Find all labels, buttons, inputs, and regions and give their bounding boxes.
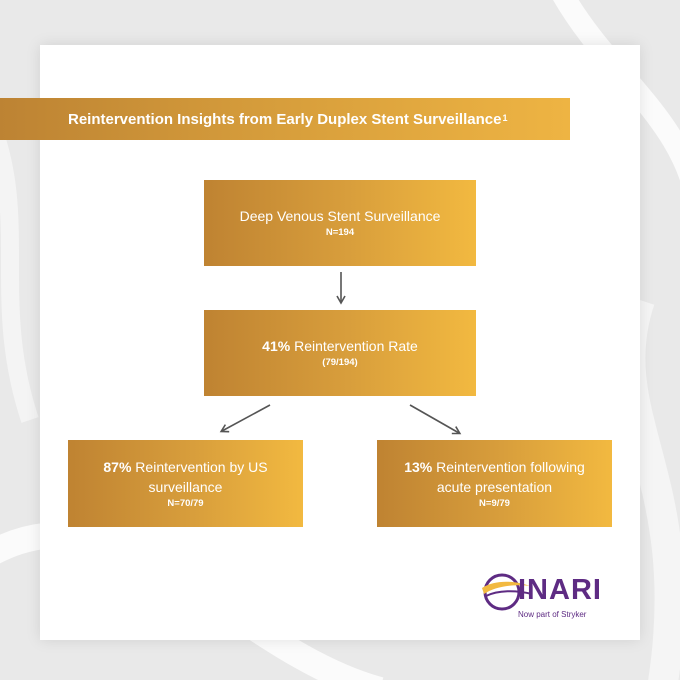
acute-text: 13% Reintervention following acute prese… xyxy=(377,457,612,497)
us-surveillance-box: 87% Reintervention by US surveillance N=… xyxy=(68,440,303,527)
banner-superscript: 1 xyxy=(502,113,508,123)
us-percent: 87% xyxy=(103,458,132,475)
banner-title: Reintervention Insights from Early Duple… xyxy=(68,110,502,128)
acute-presentation-box: 13% Reintervention following acute prese… xyxy=(377,440,612,527)
inari-logo-mark-icon xyxy=(482,573,533,611)
us-text: 87% Reintervention by US surveillance xyxy=(68,457,303,497)
reintervention-rate-box: 41% Reintervention Rate (79/194) xyxy=(204,310,476,396)
rate-text: 41% Reintervention Rate xyxy=(262,336,418,356)
surveillance-count: N=194 xyxy=(325,227,355,238)
us-count: N=70/79 xyxy=(167,497,204,509)
rate-percent: 41% xyxy=(262,338,291,354)
acute-percent: 13% xyxy=(404,458,433,475)
acute-count: N=9/79 xyxy=(479,497,510,509)
logo-wordmark: INARI xyxy=(518,574,602,606)
surveillance-label: Deep Venous Stent Surveillance xyxy=(239,208,441,224)
rate-count: (79/194) xyxy=(322,357,358,368)
inari-logo: INARI Now part of Stryker xyxy=(478,566,618,626)
acute-label: Reintervention following acute presentat… xyxy=(432,458,585,495)
title-banner: Reintervention Insights from Early Duple… xyxy=(0,98,570,140)
rate-label: Reintervention Rate xyxy=(290,338,418,354)
us-label: Reintervention by US surveillance xyxy=(131,458,268,495)
surveillance-box: Deep Venous Stent Surveillance N=194 xyxy=(204,180,476,266)
logo-tagline: Now part of Stryker xyxy=(518,610,587,619)
